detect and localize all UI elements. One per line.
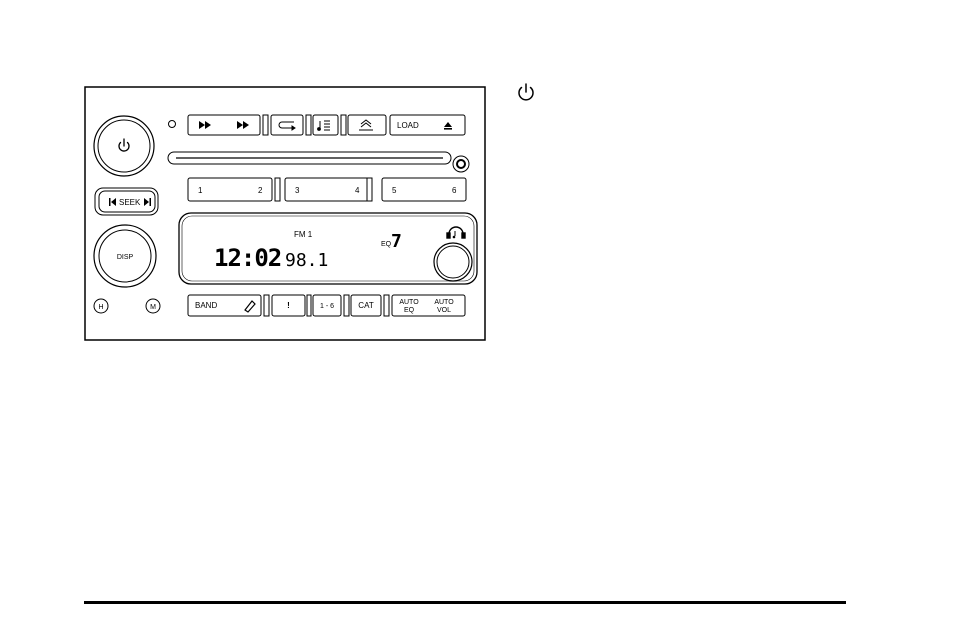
- tune-knob[interactable]: [433, 242, 473, 282]
- eject-icon: [444, 122, 452, 130]
- divider: [305, 114, 312, 136]
- display-frequency: 98.1: [285, 250, 328, 271]
- auto-vol-label-top: AUTO: [434, 299, 454, 306]
- minute-label: M: [150, 304, 156, 311]
- hour-label: H: [98, 304, 103, 311]
- band-label: BAND: [195, 301, 217, 310]
- seek-back-icon: [109, 198, 116, 206]
- headphones-icon: [446, 226, 466, 239]
- auto-eq-label-top: AUTO: [399, 299, 419, 306]
- fast-forward-icon: [237, 121, 249, 129]
- divider: [383, 294, 390, 317]
- cd-slot: [167, 151, 452, 165]
- preset-number-right: 2: [258, 186, 263, 195]
- divider: [343, 294, 350, 317]
- info-label: !: [287, 301, 290, 310]
- divider: [274, 177, 281, 202]
- display-band: FM 1: [294, 230, 313, 239]
- load-label: LOAD: [397, 121, 419, 130]
- repeat-button[interactable]: [270, 114, 304, 136]
- auto-eq-vol-button[interactable]: AUTO EQ AUTO VOL: [391, 294, 466, 317]
- load-eject-button[interactable]: LOAD: [389, 114, 466, 136]
- rewind-fast-forward-button[interactable]: [187, 114, 261, 136]
- divider: [340, 114, 347, 136]
- preset-number-left: 1: [198, 186, 203, 195]
- repeat-icon: [278, 121, 296, 131]
- random-button[interactable]: [312, 114, 339, 136]
- power-icon: [118, 138, 130, 152]
- info-button[interactable]: !: [271, 294, 306, 317]
- divider: [306, 294, 312, 317]
- scan-button[interactable]: [347, 114, 387, 136]
- preset-page-button[interactable]: 1 - 6: [312, 294, 342, 317]
- auto-eq-label-bottom: EQ: [404, 307, 415, 314]
- cd-slot-light: [452, 155, 470, 173]
- band-button[interactable]: BAND: [187, 294, 262, 317]
- seek-forward-icon: [144, 198, 151, 206]
- preset-number-right: 4: [355, 186, 360, 195]
- divider: [366, 177, 373, 202]
- disp-knob[interactable]: DISP: [93, 224, 157, 288]
- cat-button[interactable]: CAT: [350, 294, 382, 317]
- divider: [263, 294, 270, 317]
- display-clock: 12:02: [214, 244, 281, 272]
- power-icon: [518, 83, 534, 101]
- display-eq-label: EQ: [381, 241, 392, 248]
- seek-label: SEEK: [119, 198, 141, 207]
- tag-icon: [244, 300, 256, 313]
- display-window: [178, 212, 478, 285]
- power-knob[interactable]: [93, 115, 155, 177]
- preset-number-left: 3: [295, 186, 300, 195]
- rewind-icon: [199, 121, 211, 129]
- seek-button[interactable]: SEEK: [94, 187, 159, 216]
- preset-number-left: 5: [392, 186, 397, 195]
- divider: [262, 114, 269, 136]
- auto-vol-label-bottom: VOL: [437, 307, 451, 314]
- display-eq-value: 7: [391, 231, 402, 252]
- preset-page-label: 1 - 6: [320, 303, 334, 310]
- indicator-light: [168, 120, 176, 128]
- minute-button[interactable]: M: [145, 298, 161, 314]
- hour-button[interactable]: H: [93, 298, 109, 314]
- music-note-icon: [317, 120, 330, 131]
- disp-label: DISP: [117, 254, 134, 261]
- scan-icon: [359, 119, 373, 131]
- cat-label: CAT: [358, 301, 374, 310]
- footer-rule: [84, 601, 846, 604]
- preset-number-right: 6: [452, 186, 457, 195]
